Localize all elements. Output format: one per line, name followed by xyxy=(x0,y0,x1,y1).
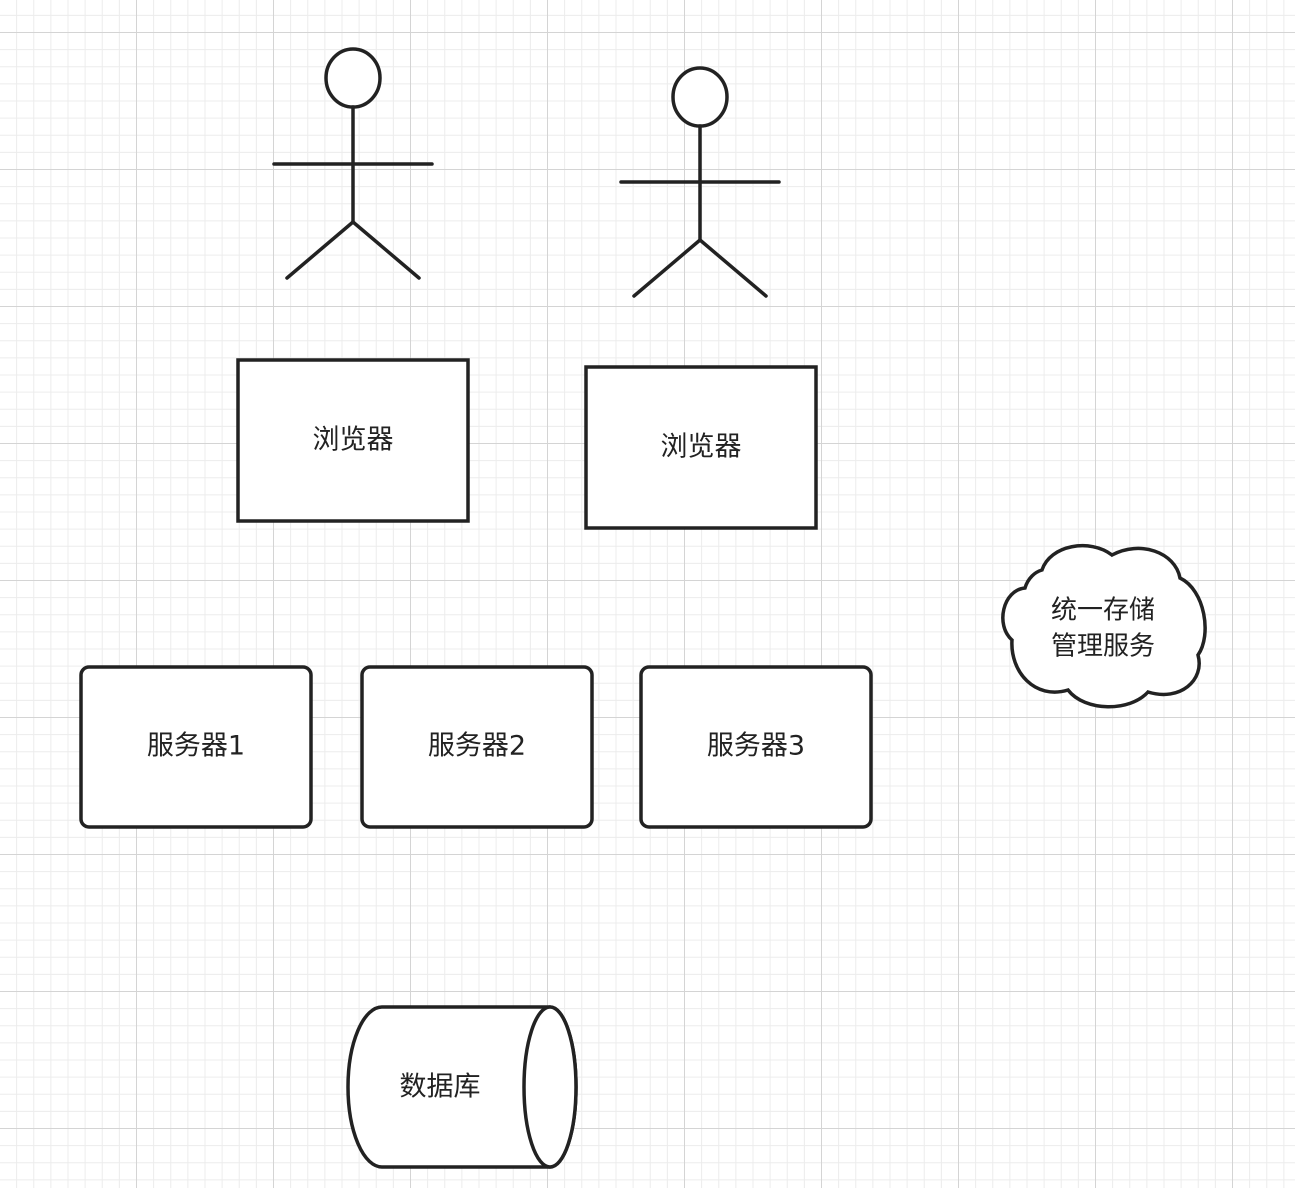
server-box-shape xyxy=(79,665,313,829)
browser-box-shape xyxy=(236,358,470,523)
server-box-shape xyxy=(360,665,594,829)
browser-box-shape xyxy=(584,365,818,530)
browser-label: 浏览器 xyxy=(313,425,394,456)
cloud-label-line-1: 统一存储 xyxy=(1051,596,1155,626)
server-label: 服务器1 xyxy=(147,731,245,762)
server-box-3[interactable]: 服务器3 xyxy=(639,665,873,829)
server-box-shape xyxy=(639,665,873,829)
actor-right-leg xyxy=(351,220,421,280)
server-label: 服务器3 xyxy=(707,731,805,762)
server-box-1[interactable]: 服务器1 xyxy=(79,665,313,829)
actor-head xyxy=(324,47,382,109)
actor-head xyxy=(671,66,729,128)
actor-right-leg xyxy=(698,238,768,298)
cloud-storage-service[interactable]: 统一存储 管理服务 xyxy=(1001,543,1207,709)
server-label: 服务器2 xyxy=(428,731,526,762)
actor-left-leg xyxy=(632,238,702,298)
cloud-shape xyxy=(1001,543,1207,709)
database-cylinder[interactable]: 数据库 xyxy=(346,1005,578,1169)
actor-left-leg xyxy=(285,220,355,280)
browser-label: 浏览器 xyxy=(661,432,742,463)
actor-2[interactable] xyxy=(619,66,781,298)
cloud-label-line-2: 管理服务 xyxy=(1051,632,1155,662)
database-label: 数据库 xyxy=(400,1072,481,1103)
browser-box-1[interactable]: 浏览器 xyxy=(236,358,470,523)
server-box-2[interactable]: 服务器2 xyxy=(360,665,594,829)
actor-1[interactable] xyxy=(272,47,434,280)
browser-box-2[interactable]: 浏览器 xyxy=(584,365,818,530)
database-end-cap xyxy=(522,1005,578,1169)
